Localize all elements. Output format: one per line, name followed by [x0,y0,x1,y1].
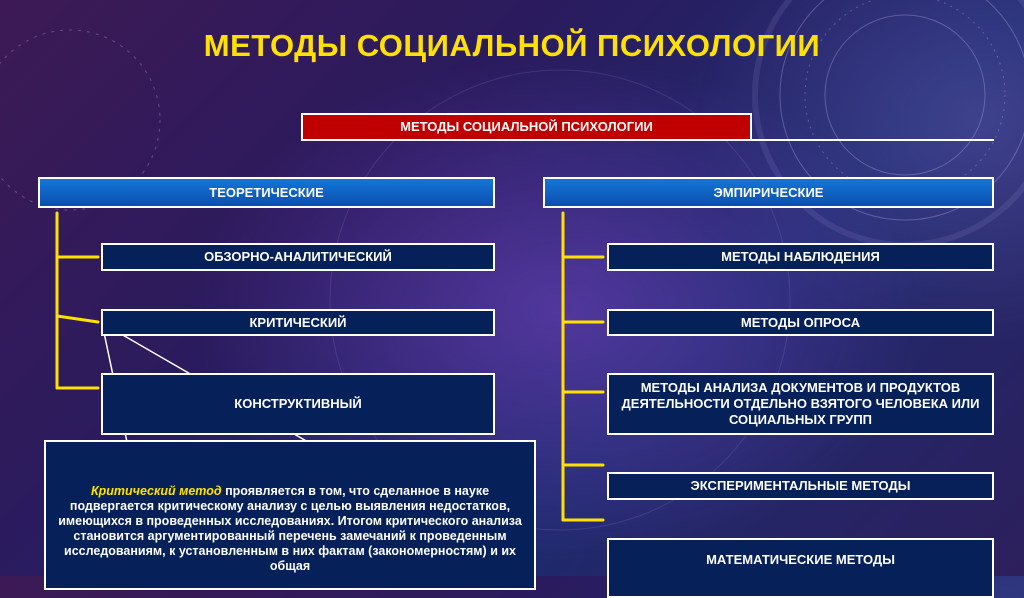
category-empirical: ЭМПИРИЧЕСКИЕ [543,177,994,208]
root-underline [495,139,994,141]
callout-text: проявляется в том, что сделанное в науке… [58,484,522,573]
empirical-item-experimental: ЭКСПЕРИМЕНТАЛЬНЫЕ МЕТОДЫ [607,472,994,500]
empirical-item-observation: МЕТОДЫ НАБЛЮДЕНИЯ [607,243,994,271]
root-node: МЕТОДЫ СОЦИАЛЬНОЙ ПСИХОЛОГИИ [301,113,752,141]
theoretical-item-review: ОБЗОРНО-АНАЛИТИЧЕСКИЙ [101,243,495,271]
theoretical-item-critical: КРИТИЧЕСКИЙ [101,309,495,336]
empirical-item-mathematical: МАТЕМАТИЧЕСКИЕ МЕТОДЫ [607,538,994,598]
empirical-item-document-analysis: МЕТОДЫ АНАЛИЗА ДОКУМЕНТОВ И ПРОДУКТОВ ДЕ… [607,373,994,435]
theoretical-branch-2 [55,314,100,324]
category-theoretical: ТЕОРЕТИЧЕСКИЕ [38,177,495,208]
slide-title: МЕТОДЫ СОЦИАЛЬНОЙ ПСИХОЛОГИИ [203,28,821,63]
critical-method-callout: Критический метод проявляется в том, что… [44,440,536,590]
empirical-item-survey: МЕТОДЫ ОПРОСА [607,309,994,336]
theoretical-item-constructive: КОНСТРУКТИВНЫЙ [101,373,495,435]
callout-term: Критический метод [90,484,222,498]
